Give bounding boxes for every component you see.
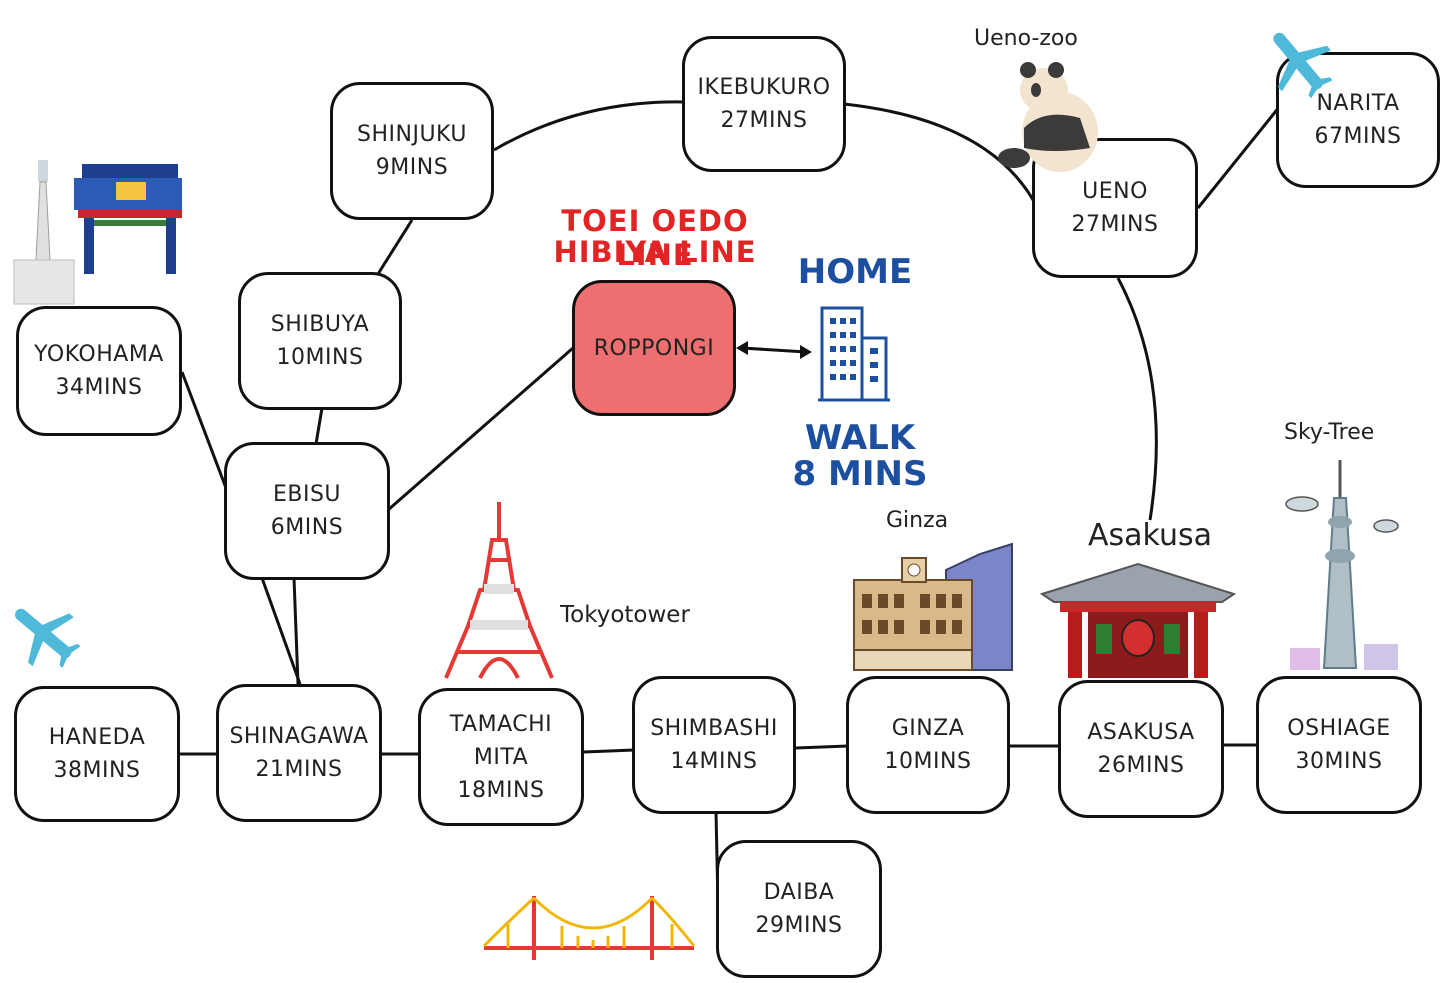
station-time: 27MINS <box>720 108 808 133</box>
station-name: SHIBUYA <box>270 312 370 337</box>
route-shimbashi-ginza <box>795 744 849 750</box>
station-name: SHIMBASHI <box>650 716 778 741</box>
station-name: HANEDA <box>48 725 146 750</box>
yokohama-chinatown-gate-icon <box>13 160 182 305</box>
landmark-label-asakusa: Asakusa <box>1088 518 1213 553</box>
station-ginza[interactable]: GINZA 10MINS <box>846 676 1010 814</box>
route-shibuya-ebisu <box>314 407 324 445</box>
sky-tree-icon <box>1285 460 1399 670</box>
station-time: 38MINS <box>53 758 141 783</box>
route-ebisu-shinagawa-b <box>292 577 300 685</box>
station-name: OSHIAGE <box>1287 716 1391 741</box>
station-name: IKEBUKURO <box>697 75 831 100</box>
landmark-label-ginza: Ginza <box>886 508 949 533</box>
route-shinjuku-ikebukuro <box>493 100 685 152</box>
station-name-2: MITA <box>473 744 529 770</box>
route-tamachi-shimbashi <box>583 748 635 754</box>
route-ebisu-shinagawa-a <box>260 577 302 685</box>
home-building-icon <box>818 306 890 402</box>
landmark-label-ueno-zoo: Ueno-zoo <box>974 26 1078 51</box>
station-time: 30MINS <box>1295 749 1383 774</box>
station-name: YOKOHAMA <box>34 342 164 367</box>
walk-label: WALK <box>804 418 916 458</box>
line-title-oedo: TOEI OEDO LINE <box>561 204 749 272</box>
ginza-building-icon <box>853 542 1013 671</box>
route-shinjuku-shibuya <box>376 219 414 275</box>
station-name: DAIBA <box>763 880 835 905</box>
route-yokohama-ebisu <box>180 371 228 489</box>
walk-time: 8 MINS <box>792 454 928 494</box>
station-time: 67MINS <box>1314 124 1402 149</box>
station-name: GINZA <box>891 716 965 741</box>
station-time: 27MINS <box>1071 212 1159 237</box>
station-name: UENO <box>1082 179 1148 204</box>
station-shimbashi[interactable]: SHIMBASHI 14MINS <box>632 676 796 814</box>
home-arrow-head-left <box>736 341 748 355</box>
station-yokohama[interactable]: YOKOHAMA 34MINS <box>16 306 182 436</box>
station-time: 34MINS <box>55 375 143 400</box>
landmark-label-tokyotower: Tokyotower <box>560 602 690 628</box>
tokyo-tower-icon <box>444 502 554 679</box>
station-haneda[interactable]: HANEDA 38MINS <box>14 686 180 822</box>
home-arrow-head-right <box>800 345 812 359</box>
route-ueno-narita <box>1196 105 1282 209</box>
station-tamachi-mita[interactable]: TAMACHI MITA 18MINS <box>418 688 584 826</box>
station-time: 6MINS <box>270 515 344 540</box>
station-name: EBISU <box>272 482 342 507</box>
station-name: SHINJUKU <box>357 122 467 147</box>
station-shinjuku[interactable]: SHINJUKU 9MINS <box>330 82 494 220</box>
home-arrow <box>741 346 807 354</box>
ueno-zoo-panda-icon <box>998 62 1098 172</box>
station-name: NARITA <box>1316 91 1400 116</box>
station-time: 29MINS <box>755 913 843 938</box>
station-time: 21MINS <box>255 757 343 782</box>
station-time: 10MINS <box>884 749 972 774</box>
haneda-airplane-icon <box>15 608 80 668</box>
station-oshiage[interactable]: OSHIAGE 30MINS <box>1256 676 1422 814</box>
route-ebisu-roppongi <box>387 346 574 512</box>
narita-airplane-icon <box>1273 32 1333 99</box>
station-daiba[interactable]: DAIBA 29MINS <box>716 840 882 978</box>
station-time: 26MINS <box>1097 753 1185 778</box>
station-asakusa[interactable]: ASAKUSA 26MINS <box>1058 680 1224 818</box>
station-time: 9MINS <box>375 155 449 180</box>
home-label: HOME <box>797 252 913 292</box>
station-ebisu[interactable]: EBISU 6MINS <box>224 442 390 580</box>
route-ikebukuro-ueno <box>843 102 1038 206</box>
station-time: 18MINS <box>457 777 545 803</box>
station-roppongi[interactable]: ROPPONGI <box>572 280 736 416</box>
station-name: ASAKUSA <box>1087 720 1195 745</box>
station-shibuya[interactable]: SHIBUYA 10MINS <box>238 272 402 410</box>
line-title-hibiya: HIBIYA LINE <box>553 235 757 269</box>
station-name: TAMACHI <box>449 711 553 737</box>
rainbow-bridge-icon <box>482 896 696 960</box>
station-shinagawa[interactable]: SHINAGAWA 21MINS <box>216 684 382 822</box>
route-ueno-asakusa <box>1116 277 1158 521</box>
station-time: 10MINS <box>276 345 364 370</box>
station-ikebukuro[interactable]: IKEBUKURO 27MINS <box>682 36 846 172</box>
station-name: SHINAGAWA <box>229 724 369 749</box>
station-time: 14MINS <box>670 749 758 774</box>
asakusa-kaminarimon-icon <box>1040 562 1236 678</box>
station-name: ROPPONGI <box>593 335 715 361</box>
landmark-label-sky-tree: Sky-Tree <box>1284 420 1375 445</box>
